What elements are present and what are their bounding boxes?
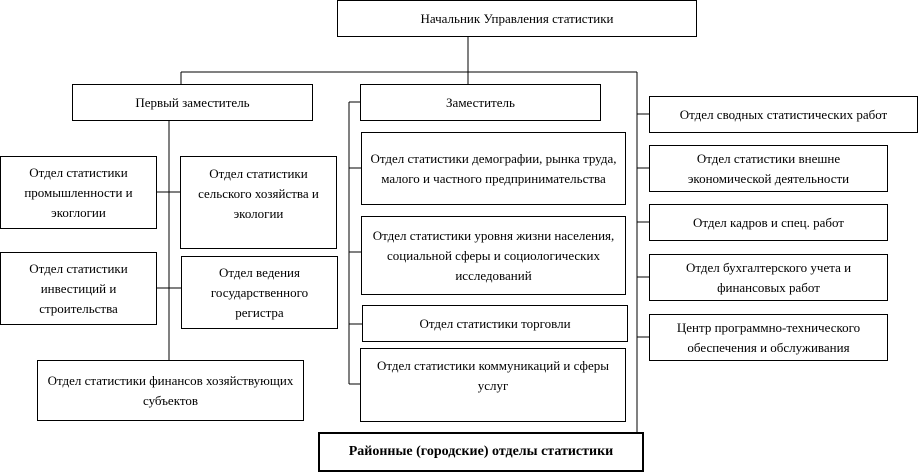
- dept-label: Отдел ведения государственного регистра: [210, 264, 309, 320]
- head-label: Начальник Управления статистики: [420, 10, 614, 26]
- dept-label: Отдел статистики внешне экономической де…: [687, 150, 850, 186]
- dept-industry-box: Отдел статистики промышленности и экогло…: [0, 156, 157, 229]
- it-center-box: Центр программно-технического обеспечени…: [649, 314, 888, 361]
- dept-label: Отдел статистики промышленности и экогло…: [24, 164, 133, 220]
- dept-label: Отдел статистики коммуникаций и сферы ус…: [377, 358, 609, 393]
- dept-label: Отдел статистики инвестиций и строительс…: [29, 260, 128, 316]
- dept-label: Отдел сводных статистических работ: [679, 106, 888, 122]
- dept-label: Отдел статистики финансов хозяйствующих …: [47, 372, 294, 408]
- deputy-label: Заместитель: [446, 94, 515, 110]
- dept-label: Отдел статистики торговли: [419, 315, 571, 331]
- dept-label: Отдел кадров и спец. работ: [693, 214, 844, 230]
- dept-label: Отдел статистики уровня жизни населения,…: [372, 227, 615, 283]
- dept-label: Отдел бухгалтерского учета и финансовых …: [685, 259, 852, 295]
- dept-summary-box: Отдел сводных статистических работ: [649, 96, 918, 133]
- district-label: Районные (городские) отделы статистики: [348, 444, 614, 459]
- dept-label: Центр программно-технического обеспечени…: [676, 319, 861, 355]
- dept-hr-box: Отдел кадров и спец. работ: [649, 204, 888, 241]
- head-box: Начальник Управления статистики: [337, 0, 697, 37]
- dept-label: Отдел статистики демографии, рынка труда…: [370, 150, 617, 186]
- dept-label: Отдел статистики сельского хозяйства и э…: [198, 166, 319, 221]
- first-deputy-box: Первый заместитель: [72, 84, 313, 121]
- dept-accounting-box: Отдел бухгалтерского учета и финансовых …: [649, 254, 888, 301]
- dept-living-standards-box: Отдел статистики уровня жизни населения,…: [361, 216, 626, 295]
- dept-trade-box: Отдел статистики торговли: [362, 305, 628, 342]
- dept-investment-box: Отдел статистики инвестиций и строительс…: [0, 252, 157, 325]
- deputy-box: Заместитель: [360, 84, 601, 121]
- dept-foreign-trade-box: Отдел статистики внешне экономической де…: [649, 145, 888, 192]
- dept-finance-box: Отдел статистики финансов хозяйствующих …: [37, 360, 304, 421]
- dept-demography-box: Отдел статистики демографии, рынка труда…: [361, 132, 626, 205]
- district-offices-box: Районные (городские) отделы статистики: [318, 432, 644, 472]
- dept-communications-box: Отдел статистики коммуникаций и сферы ус…: [360, 348, 626, 422]
- dept-register-box: Отдел ведения государственного регистра: [181, 256, 338, 329]
- dept-agriculture-box: Отдел статистики сельского хозяйства и э…: [180, 156, 337, 249]
- first-deputy-label: Первый заместитель: [135, 94, 250, 110]
